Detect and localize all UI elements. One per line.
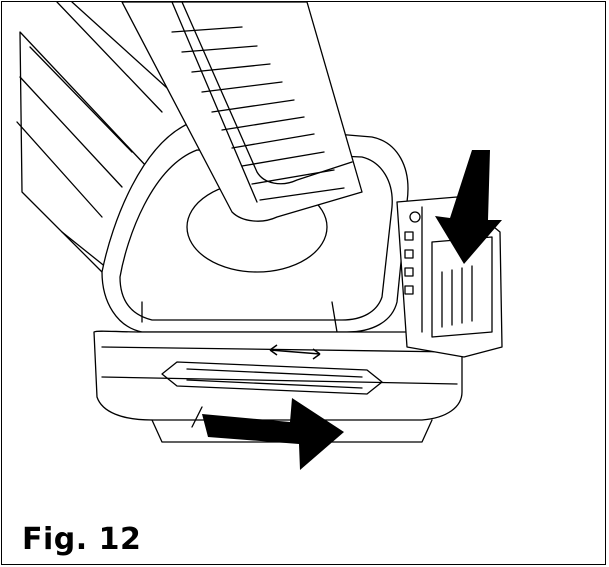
double-headed-arrow (269, 344, 321, 360)
press-down-arrow (435, 150, 502, 264)
ribbed-handle (121, 2, 363, 222)
tool-battery-illustration (16, 2, 503, 470)
slide-out-arrow (202, 398, 344, 470)
figure-caption: Fig. 12 (22, 522, 142, 557)
